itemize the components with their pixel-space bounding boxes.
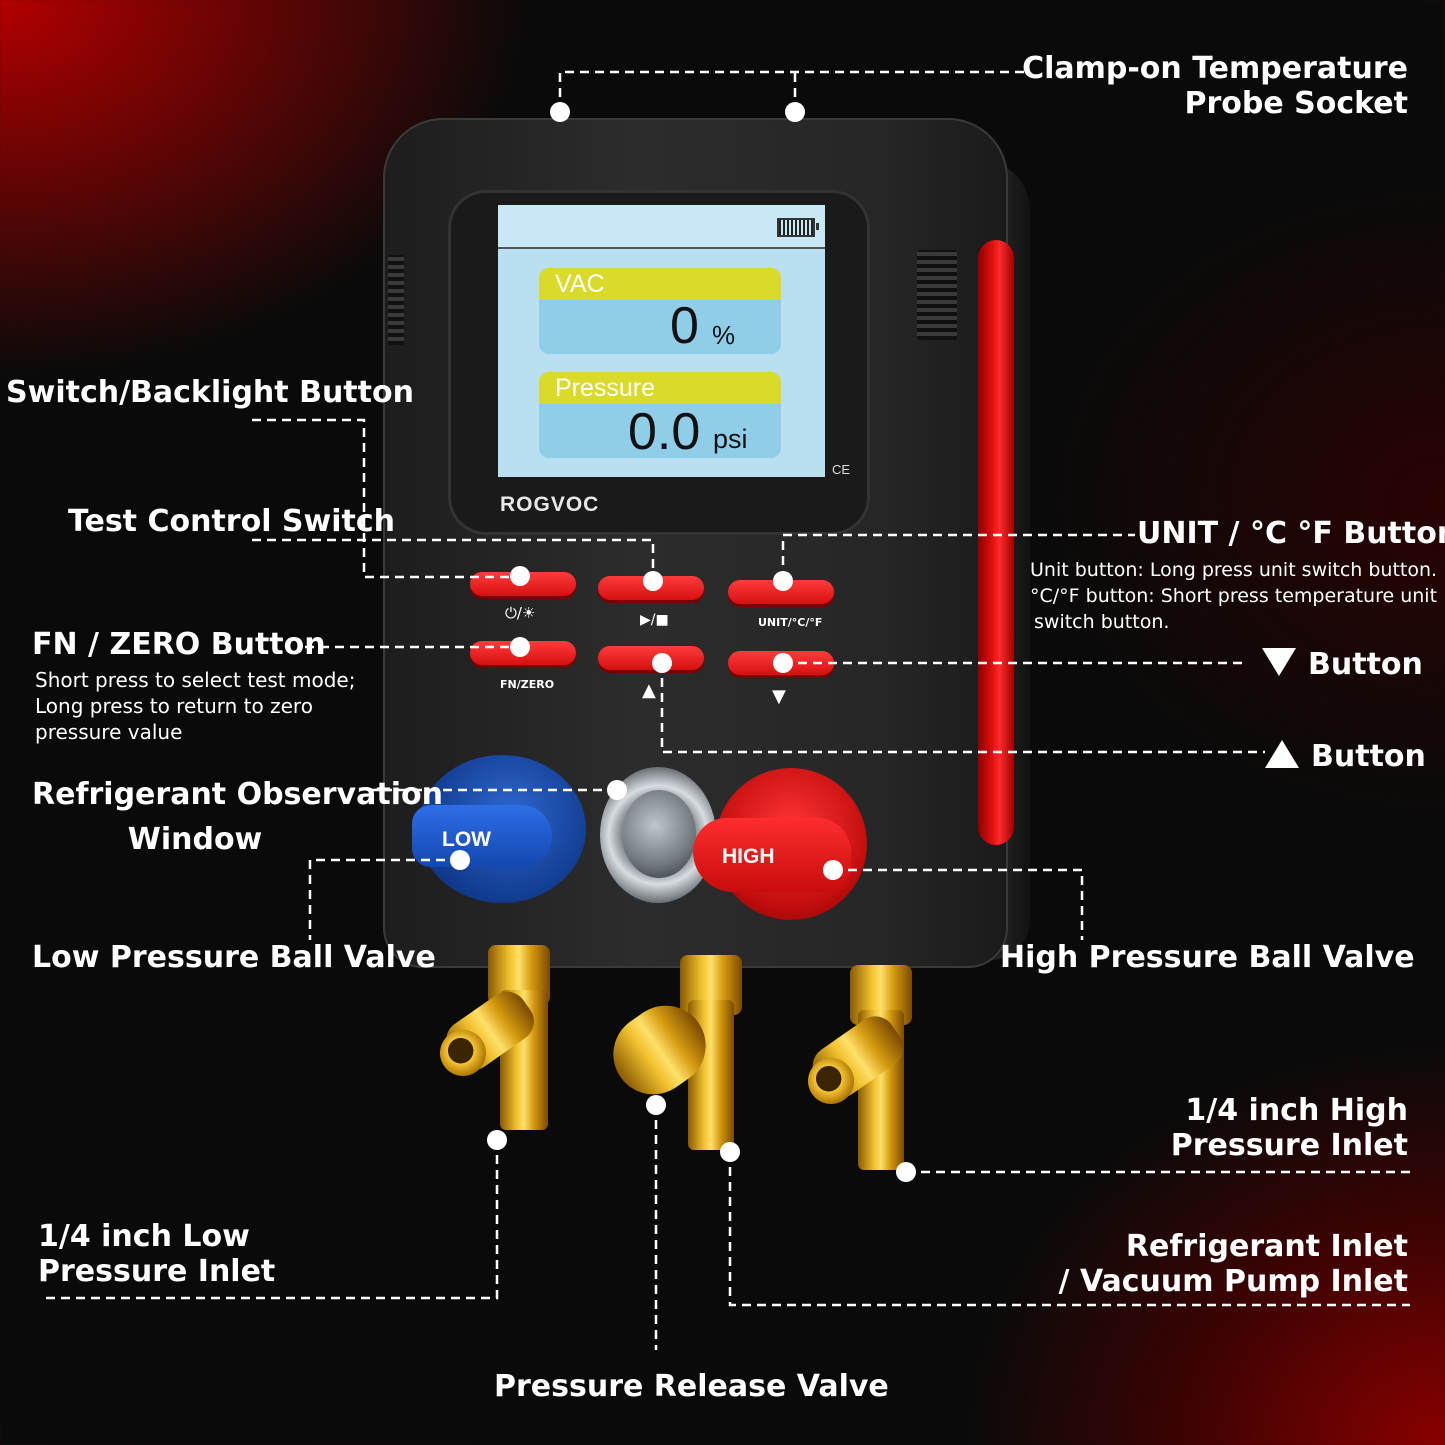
refrigerant-inlet-line-1: Refrigerant Inlet: [1125, 1229, 1408, 1264]
fn-desc-line-1: Short press to select test mode;: [35, 668, 356, 692]
vac-label: VAC: [539, 268, 781, 300]
pressure-value: 0.0: [628, 403, 701, 461]
unit-desc-line-1: Unit button: Long press unit switch butt…: [1030, 559, 1438, 581]
pressure-unit: psi: [713, 424, 748, 454]
high-valve-label: High Pressure Ball Valve: [1000, 940, 1415, 975]
brand-logo: ROGVOC: [500, 493, 600, 516]
high-inlet-line-1: 1/4 inch High: [1185, 1093, 1408, 1128]
low-pressure-ball-valve[interactable]: [412, 805, 552, 867]
unit-desc-line-3: switch button.: [1034, 611, 1170, 633]
unit-icon-label: UNIT/°C/°F: [758, 616, 823, 629]
high-pressure-ball-valve[interactable]: [693, 818, 851, 892]
low-inlet-line-1: 1/4 inch Low: [38, 1219, 250, 1254]
screen-status-bar: [498, 205, 825, 249]
high-fitting-port: [808, 1058, 854, 1104]
clamp-socket-line-1: Clamp-on Temperature: [1022, 51, 1408, 86]
red-grip-strip: [978, 240, 1014, 845]
down-button-callout: Button: [1262, 647, 1423, 683]
play-stop-icon: ▶/■: [640, 612, 669, 628]
high-inlet-label: 1/4 inch High Pressure Inlet: [1100, 1093, 1408, 1163]
low-valve-label: Low Pressure Ball Valve: [32, 940, 436, 975]
up-button-callout: Button: [1265, 739, 1426, 775]
high-inlet-dot: [896, 1162, 916, 1182]
low-fitting-port: [440, 1030, 486, 1076]
clamp-socket-dot-2: [785, 102, 805, 122]
unit-button-label: UNIT / °C °F Button: [1137, 516, 1445, 551]
test-control-label: Test Control Switch: [68, 504, 396, 539]
fn-zero-label: FN / ZERO Button: [32, 627, 326, 662]
low-inlet-line-2: Pressure Inlet: [38, 1253, 276, 1289]
fn-desc-line-3: pressure value: [35, 720, 183, 744]
left-vent: [388, 255, 404, 345]
high-inlet-line-2: Pressure Inlet: [1170, 1127, 1408, 1163]
fn-zero-dot: [510, 637, 530, 657]
right-vent: [917, 250, 957, 340]
battery-icon: [777, 218, 819, 237]
fn-zero-desc: Short press to select test mode; Long pr…: [35, 667, 355, 745]
observation-line-1: Refrigerant Observation: [32, 777, 443, 812]
observation-window-label: Refrigerant Observation Window: [32, 772, 443, 862]
down-arrow-icon: ▼: [772, 686, 786, 707]
refrigerant-inlet-line-2: / Vacuum Pump Inlet: [1058, 1263, 1408, 1299]
up-triangle-icon: [1265, 740, 1299, 768]
power-backlight-icon: ⏻/☀: [505, 604, 536, 622]
pressure-panel: Pressure: [539, 372, 781, 458]
up-button-dot: [652, 653, 672, 673]
unit-button-desc: Unit button: Long press unit switch butt…: [1030, 557, 1437, 635]
clamp-socket-line-2: Probe Socket: [1184, 85, 1409, 121]
release-valve-dot: [646, 1095, 666, 1115]
low-valve-dot: [450, 850, 470, 870]
switch-backlight-dot: [510, 566, 530, 586]
clamp-socket-dot-1: [550, 102, 570, 122]
vac-value: 0: [670, 297, 699, 355]
high-valve-dot: [823, 860, 843, 880]
observation-line-2: Window: [127, 822, 263, 857]
high-knob-label: HIGH: [722, 845, 775, 868]
low-inlet-label: 1/4 inch Low Pressure Inlet: [38, 1219, 276, 1289]
vac-panel: VAC: [539, 268, 781, 354]
switch-backlight-label: Switch/Backlight Button: [6, 375, 414, 410]
up-button[interactable]: [598, 646, 704, 670]
up-button-label: Button: [1311, 739, 1426, 774]
up-arrow-icon: ▲: [642, 680, 656, 701]
release-valve-label: Pressure Release Valve: [494, 1369, 889, 1404]
pressure-label: Pressure: [539, 372, 781, 404]
fn-desc-line-2: Long press to return to zero: [35, 694, 313, 718]
low-knob-label: LOW: [442, 828, 491, 851]
unit-desc-line-2: °C/°F button: Short press temperature un…: [1030, 585, 1438, 607]
test-control-dot: [643, 571, 663, 591]
vac-unit: %: [712, 320, 736, 350]
observation-window-dot: [607, 780, 627, 800]
low-inlet-dot: [487, 1130, 507, 1150]
ce-mark: CE: [832, 462, 851, 477]
refrigerant-inlet-label: Refrigerant Inlet / Vacuum Pump Inlet: [1040, 1229, 1408, 1299]
fn-zero-icon-label: FN/ZERO: [500, 678, 555, 691]
down-button-label: Button: [1308, 647, 1423, 682]
unit-button-dot: [773, 571, 793, 591]
down-triangle-icon: [1262, 648, 1296, 676]
clamp-socket-label: Clamp-on Temperature Probe Socket: [1000, 51, 1409, 121]
refrigerant-inlet-dot: [720, 1142, 740, 1162]
observation-glass: [622, 790, 696, 878]
down-button-dot: [773, 653, 793, 673]
